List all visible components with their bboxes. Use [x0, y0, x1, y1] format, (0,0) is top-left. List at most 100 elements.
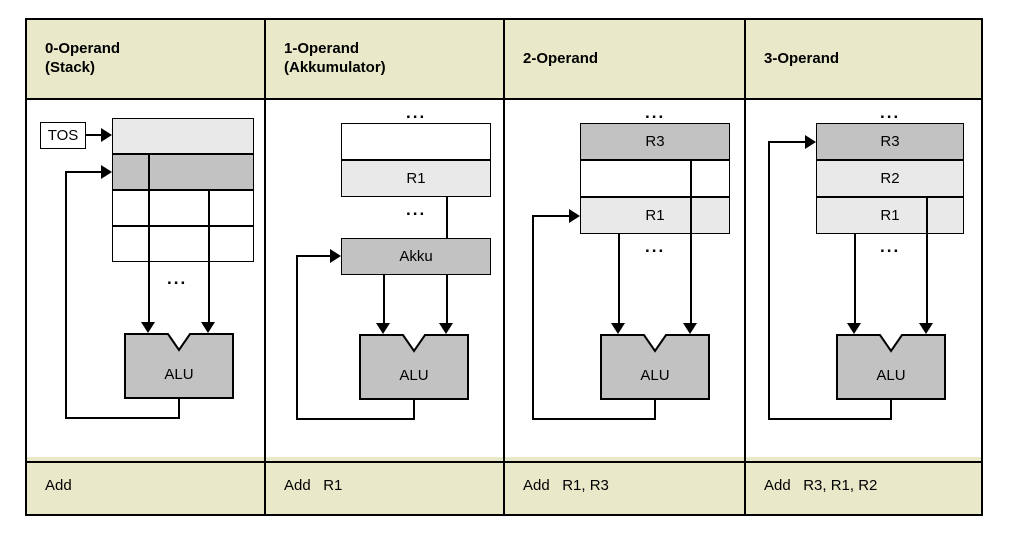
stack-operand-arrow-left-icon: [141, 322, 155, 333]
header-3-operand-line1: 3-Operand: [764, 49, 840, 67]
alu-shape-0: ALU: [124, 333, 234, 404]
result-line-vert-2: [654, 398, 656, 420]
operand-comparison-table: 0-Operand (Stack) 1-Operand (Akkumulator…: [25, 18, 983, 516]
alu-polygon-icon: [359, 334, 469, 400]
operand-arrow-left-icon-3: [847, 323, 861, 334]
accumulator-result-line-vert: [413, 398, 415, 420]
regfile-feedback-line-2: [532, 215, 576, 217]
accumulator-feedback-arrow-head-icon: [330, 249, 341, 263]
regfile-feedback-arrow-head-icon-3: [805, 135, 816, 149]
alu-shape-1: ALU: [359, 334, 469, 405]
header-cell-3-operand: 3-Operand: [746, 20, 981, 98]
result-line-return-2: [532, 215, 534, 420]
operand-arrow-right-icon-3: [919, 323, 933, 334]
header-2-operand-line1: 2-Operand: [523, 49, 599, 67]
stack-lane-divider-right: [208, 190, 210, 262]
alu-label-3: ALU: [876, 367, 906, 384]
operand-line-right-3: [926, 234, 928, 326]
stack-cell-0: [112, 118, 254, 154]
accumulator-operand-arrow-left-icon: [376, 323, 390, 334]
stack-cell-2: [112, 190, 254, 226]
header-cell-2-operand: 2-Operand: [505, 20, 744, 98]
alu-label-2: ALU: [640, 367, 670, 384]
panel-0-operand-stack: TOS ...: [27, 98, 264, 461]
header-1-operand-line1: 1-Operand: [284, 40, 360, 58]
register-cell-2-r1: R1: [580, 197, 730, 234]
header-0-operand-line2: (Stack): [45, 59, 96, 76]
memory-cell-1-0: [341, 123, 491, 160]
stack-cell-3: [112, 226, 254, 262]
alu-shape-3: ALU: [836, 334, 946, 405]
stack-ellipsis: ...: [167, 269, 188, 288]
stack-operand-line-left: [148, 262, 150, 325]
stack-feedback-arrow-head-icon: [101, 165, 112, 179]
accumulator-result-line-horiz: [296, 418, 415, 420]
operand-line-left-3: [854, 234, 856, 326]
instruction-text-1: Add R1: [284, 477, 343, 494]
result-line-horiz-2: [532, 418, 656, 420]
stack-result-line-return: [65, 171, 67, 419]
alu-polygon-icon: [836, 334, 946, 400]
alu-label-1: ALU: [399, 367, 429, 384]
tos-arrow-head-icon: [101, 128, 112, 142]
tos-label-box: TOS: [40, 122, 86, 149]
regfile-top-ellipsis-2: ...: [645, 103, 666, 122]
stack-result-line-horiz: [65, 417, 180, 419]
operand-arrow-left-icon-2: [611, 323, 625, 334]
instruction-text-3: Add R3, R1, R2: [764, 477, 878, 494]
instruction-text-0: Add: [45, 477, 72, 494]
header-cell-0-operand: 0-Operand (Stack): [27, 20, 264, 98]
memory-cell-1-1: R1: [341, 160, 491, 197]
stack-operand-arrow-right-icon: [201, 322, 215, 333]
stack-cell-1: [112, 154, 254, 190]
header-0-operand-line1: 0-Operand: [45, 40, 121, 58]
instruction-cell-2-operand: Add R1, R3: [505, 457, 744, 514]
regfile-bottom-ellipsis-3: ...: [880, 237, 901, 256]
regfile-top-ellipsis-3: ...: [880, 103, 901, 122]
register-cell-3-r2: R2: [816, 160, 964, 197]
instruction-cell-0-operand: Add: [27, 457, 264, 514]
instruction-cell-3-operand: Add R3, R1, R2: [746, 457, 981, 514]
regfile-lane-divider-2: [690, 160, 692, 234]
column-divider-1: [264, 20, 266, 514]
accumulator-operand-arrow-right-icon: [439, 323, 453, 334]
accumulator-feedback-line: [296, 255, 337, 257]
alu-polygon-icon: [124, 333, 234, 399]
stack-result-line-vert: [178, 397, 180, 419]
accumulator-result-line-return: [296, 255, 298, 420]
stack-feedback-arrow-line: [65, 171, 108, 173]
instruction-cell-1-operand: Add R1: [266, 457, 503, 514]
column-divider-3: [744, 20, 746, 514]
column-divider-2: [503, 20, 505, 514]
result-line-horiz-3: [768, 418, 892, 420]
result-line-return-3: [768, 141, 770, 420]
operand-line-left-2: [618, 234, 620, 326]
alu-shape-2: ALU: [600, 334, 710, 405]
stack-operand-line-right: [208, 262, 210, 325]
result-line-vert-3: [890, 398, 892, 420]
memory-top-ellipsis-1: ...: [406, 103, 427, 122]
alu-label-0: ALU: [164, 366, 194, 383]
tos-arrow-line: [86, 134, 108, 136]
register-cell-2-r3: R3: [580, 123, 730, 160]
header-1-operand-line2: (Akkumulator): [284, 59, 386, 76]
register-cell-3-r1: R1: [816, 197, 964, 234]
register-cell-2-empty: [580, 160, 730, 197]
operand-line-right-2: [690, 234, 692, 326]
accumulator-register: Akku: [341, 238, 491, 275]
operand-arrow-right-icon-2: [683, 323, 697, 334]
regfile-feedback-line-3: [768, 141, 812, 143]
regfile-lane-divider-3: [926, 197, 928, 234]
memory-bottom-ellipsis-1: ...: [406, 200, 427, 219]
register-cell-3-r3: R3: [816, 123, 964, 160]
regfile-feedback-arrow-head-icon-2: [569, 209, 580, 223]
panel-1-operand-accumulator: ... R1 ... Akku ALU: [266, 98, 503, 461]
accumulator-operand-line-left: [383, 275, 385, 326]
header-cell-1-operand: 1-Operand (Akkumulator): [266, 20, 503, 98]
alu-polygon-icon: [600, 334, 710, 400]
panel-2-operand: ... R3 R1 ... ALU: [505, 98, 744, 461]
panel-3-operand: ... R3 R2 R1 ... ALU: [746, 98, 981, 461]
regfile-bottom-ellipsis-2: ...: [645, 237, 666, 256]
stack-lane-divider-left: [148, 154, 150, 262]
